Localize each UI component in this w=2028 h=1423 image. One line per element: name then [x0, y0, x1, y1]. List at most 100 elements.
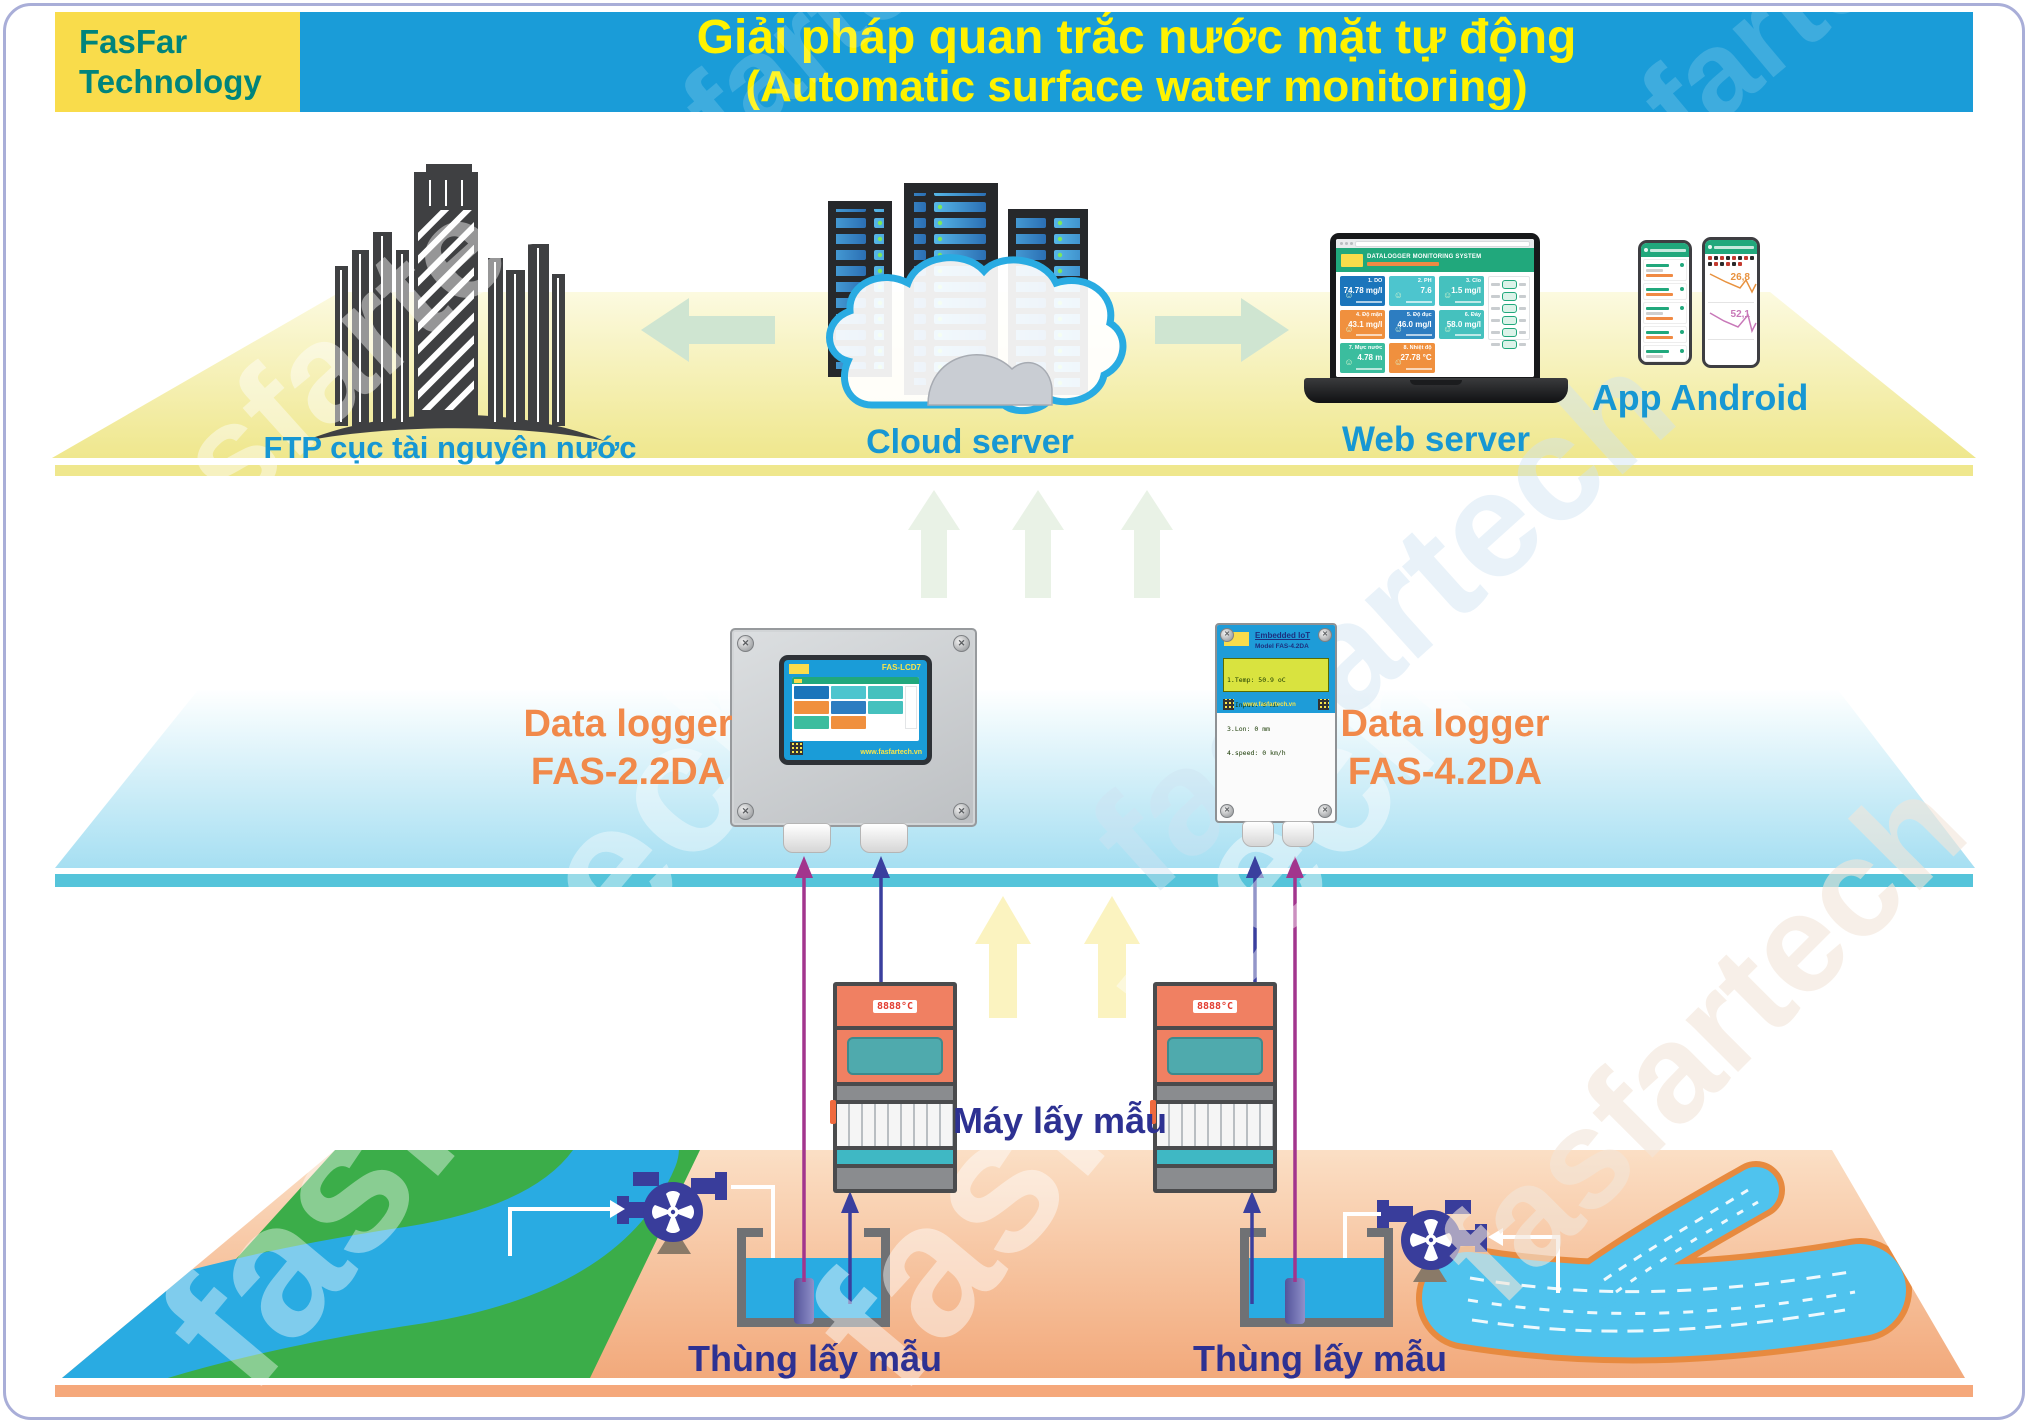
poster-title-en: (Automatic surface water monitoring) — [745, 62, 1528, 112]
station-list-item — [1643, 283, 1687, 300]
station-list-item — [1643, 345, 1687, 362]
logger-screen: FAS-LCD7 www.fa — [784, 660, 927, 760]
river-right — [1416, 1161, 1912, 1364]
relay-toggle — [1501, 292, 1517, 301]
qr-code-icon — [790, 742, 803, 755]
web-server-label: Web server — [1341, 420, 1531, 459]
logger-left-label: Data logger FAS-2.2DA — [523, 703, 733, 793]
arrow-cloud-to-web — [1155, 298, 1289, 362]
sampler-base — [1157, 1168, 1273, 1189]
screw-icon: ✕ — [737, 635, 754, 652]
pump-pipes — [508, 1185, 1560, 1293]
cable-gland — [1282, 821, 1314, 847]
cable-gland — [1242, 821, 1274, 847]
sampler-divider — [837, 1086, 953, 1100]
screw-icon: ✕ — [953, 803, 970, 820]
tank-right-label: Thùng lấy mẫu — [1192, 1338, 1448, 1379]
android-phone-list — [1638, 240, 1692, 365]
panel-title: Embedded IoT — [1255, 631, 1311, 640]
smiley-icon: ☺ — [1393, 357, 1403, 368]
sampler-screen-panel — [1157, 1030, 1273, 1082]
dashboard-title: DATALOGGER MONITORING SYSTEM — [1367, 254, 1482, 260]
smiley-icon: ☺ — [1393, 290, 1403, 300]
arrows-sampler-to-logger — [975, 896, 1140, 1018]
logger-front-panel: Embedded IoT Model FAS-4.2DA 1.Temp: 50.… — [1217, 625, 1335, 757]
tank-left-label: Thùng lấy mẫu — [687, 1338, 943, 1379]
lcd-display: 1.Temp: 50.9 oC 2.Input: 0 mm 3.Lon: 0 m… — [1223, 658, 1329, 757]
mini-relay-panel — [905, 686, 917, 729]
relay-toggle — [1501, 280, 1517, 289]
dashboard-tile: ☺ 7. Mực nước 4.78 m — [1340, 343, 1386, 373]
android-phone-charts: 26,8 52,1 — [1702, 237, 1760, 368]
smiley-icon: ☺ — [1344, 290, 1354, 300]
relay-panel — [1487, 276, 1530, 349]
logo-line2: Technology — [79, 63, 262, 100]
screw-icon: ✕ — [1220, 804, 1234, 818]
smiley-icon: ☺ — [1344, 357, 1354, 368]
sampler-screen — [847, 1037, 943, 1075]
arrow-cloud-to-ftp — [641, 298, 775, 362]
logger-tier-platform — [55, 690, 1975, 868]
station-list-item — [1643, 302, 1687, 324]
laptop-base — [1304, 378, 1568, 403]
sampler-bottle-rack — [1157, 1104, 1273, 1146]
mini-tile — [868, 686, 903, 699]
cable-gland — [860, 823, 908, 853]
ftp-label: FTP cục tài nguyên nước — [263, 430, 637, 465]
qr-code-icon — [1318, 699, 1329, 710]
building-icon — [305, 164, 605, 441]
dashboard-tile: ☺ 2. PH 7.6 — [1389, 276, 1435, 306]
chart-1: 26,8 — [1708, 268, 1757, 303]
sampler-handle — [830, 1100, 836, 1124]
mini-tile — [794, 701, 829, 714]
smiley-icon: ☺ — [1443, 290, 1453, 300]
smiley-icon: ☺ — [1393, 323, 1403, 334]
cloud-server-icon — [826, 183, 1127, 415]
status-dots — [1705, 254, 1757, 260]
station-list-item — [1643, 259, 1687, 281]
dashboard-tile: ☺ 3. Clo 1.5 mg/l — [1438, 276, 1484, 306]
signal-lines — [795, 856, 1304, 1304]
temperature-display: 8888°C — [872, 999, 918, 1013]
sampler-handle — [1150, 1100, 1156, 1124]
poster-title-vi: Giải pháp quan trắc nước mặt tự động — [696, 12, 1577, 65]
app-android-label: App Android — [1591, 377, 1809, 418]
status-dots — [1705, 260, 1757, 266]
ground-platform-edge — [55, 1385, 1973, 1397]
cloud-tier-platform-edge — [55, 465, 1973, 476]
mini-tile — [794, 686, 829, 699]
mini-dashboard — [792, 677, 919, 741]
mini-tile — [831, 686, 866, 699]
logo-line1: FasFar — [79, 22, 188, 60]
screw-icon: ✕ — [1318, 628, 1332, 642]
cloud-server-label: Cloud server — [866, 423, 1074, 461]
panel-model: Model FAS-4.2DA — [1255, 643, 1309, 650]
water-sensor-right — [1285, 1278, 1305, 1324]
sampler-teal-band — [1157, 1150, 1273, 1164]
sampler-divider — [1157, 1086, 1273, 1100]
logger-right-label: Data logger FAS-4.2DA — [1340, 703, 1550, 793]
app-header — [1705, 240, 1757, 254]
sampler-screen — [1167, 1037, 1263, 1075]
url-bar — [1355, 240, 1530, 247]
dashboard-tile: ☺ 6. Đáy 58.0 mg/l — [1438, 309, 1484, 340]
sampler-bottle-rack — [837, 1104, 953, 1146]
browser-bar — [1336, 239, 1534, 248]
dashboard-tile-grid: ☺ 1. DO 74.78 mg/l ☺ 2. PH 7.6 ☺ 3. Clo … — [1336, 272, 1534, 377]
chart-2: 52,1 — [1708, 305, 1757, 340]
mini-tile — [831, 716, 866, 729]
mini-tile — [794, 716, 829, 729]
station-list-item — [1643, 326, 1687, 343]
mini-tile — [868, 701, 903, 714]
logger-tier-platform-edge — [55, 874, 1973, 887]
dashboard-tile: ☺ 1. DO 74.78 mg/l — [1340, 276, 1386, 306]
dashboard-header: DATALOGGER MONITORING SYSTEM — [1336, 248, 1534, 272]
mini-dashboard-header — [792, 677, 919, 684]
data-logger-fas42da: Embedded IoT Model FAS-4.2DA 1.Temp: 50.… — [1215, 623, 1337, 847]
qr-code-icon — [1223, 699, 1234, 710]
dashboard-tile: ☺ 8. Nhiệt độ 27.78 °C — [1389, 343, 1435, 373]
relay-panel-cell — [1487, 276, 1530, 373]
app-header — [1641, 243, 1689, 257]
sampler-screen-panel — [837, 1030, 953, 1082]
